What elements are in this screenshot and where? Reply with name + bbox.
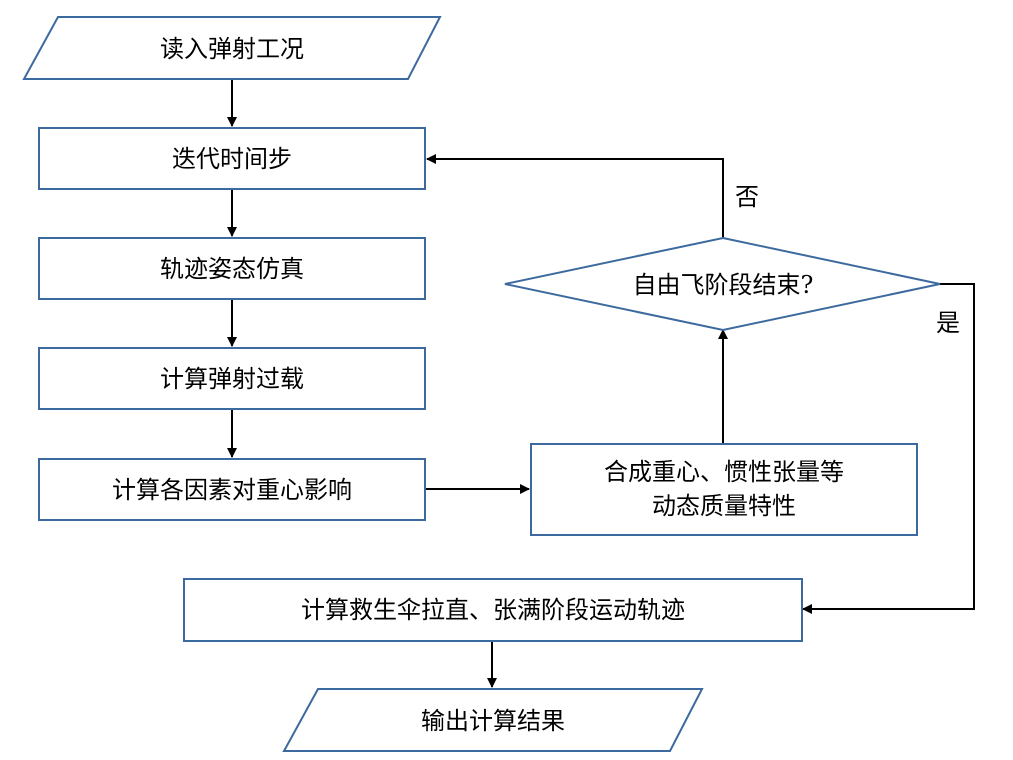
node-cg-factors-label: 计算各因素对重心影响 (112, 476, 352, 504)
node-read-input-shape (22, 16, 442, 80)
node-parachute-trajectory-label: 计算救生伞拉直、张满阶段运动轨迹 (301, 596, 685, 624)
node-read-input-label: 读入弹射工况 (160, 35, 304, 63)
edge-decision-yes-to-parachute (802, 283, 975, 614)
edge-decision-no-to-iterate (426, 154, 724, 238)
node-parachute-trajectory-shape (183, 578, 803, 642)
edge-label-yes: 是 (936, 309, 960, 337)
node-ejection-overload-label: 计算弹射过载 (160, 365, 304, 393)
node-decision-shape (504, 236, 941, 332)
node-mass-properties-label-line1: 合成重心、惯性张量等 (604, 458, 844, 486)
node-cg-factors-shape (38, 458, 426, 521)
edge-label-no: 否 (735, 183, 759, 211)
node-mass-properties-shape (530, 443, 918, 536)
node-ejection-overload-shape (38, 347, 426, 410)
node-iterate-time-step-label: 迭代时间步 (172, 145, 292, 173)
node-trajectory-sim-shape (38, 237, 426, 300)
node-mass-properties-label-line2: 动态质量特性 (652, 492, 796, 520)
node-iterate-time-step-shape (38, 127, 426, 190)
node-trajectory-sim-label: 轨迹姿态仿真 (160, 255, 304, 283)
node-output-results-shape (282, 688, 704, 752)
node-output-results-label: 输出计算结果 (421, 707, 565, 735)
node-decision-label: 自由飞阶段结束? (633, 271, 814, 299)
